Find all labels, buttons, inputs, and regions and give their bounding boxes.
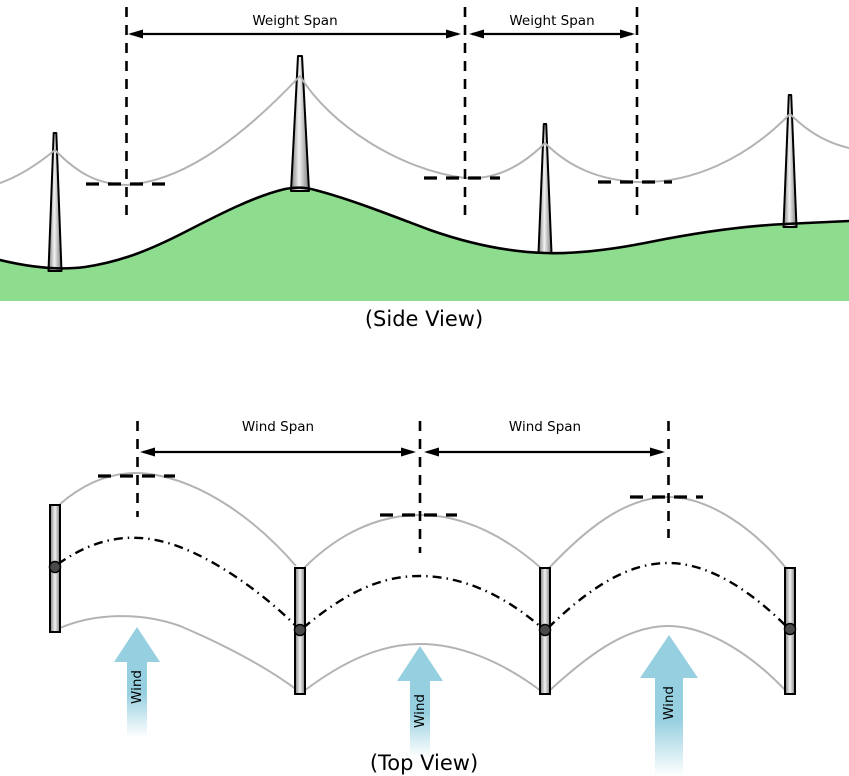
wind-arrow: Wind xyxy=(114,627,160,737)
terrain-outline xyxy=(0,186,849,270)
top-view: Wind Wind Wind xyxy=(48,419,797,776)
swung-wire-curve xyxy=(303,513,542,569)
conductor-wire xyxy=(0,74,849,187)
wind-label: Wind xyxy=(129,670,145,704)
terrain xyxy=(0,187,849,301)
attachment-point-dot xyxy=(538,623,552,637)
top-view-caption: (Top View) xyxy=(370,751,478,775)
swung-wire-curve xyxy=(59,472,297,567)
arrowhead-icon xyxy=(620,29,635,39)
wind-arrow: Wind xyxy=(640,635,698,776)
wind-span-dimension: Wind Span xyxy=(140,419,416,457)
attachment-point-dot xyxy=(48,560,62,574)
weight-span-label: Weight Span xyxy=(252,13,337,29)
transmission-tower xyxy=(782,94,798,228)
wind-span-label: Wind Span xyxy=(242,419,314,435)
weight-span-dimension: Weight Span xyxy=(469,13,635,39)
centerline-dash-dot xyxy=(57,536,298,628)
swung-wire-curve xyxy=(59,615,298,691)
arrowhead-icon xyxy=(424,447,439,457)
swung-wire-curve xyxy=(303,642,542,692)
side-view-caption: (Side View) xyxy=(365,307,483,331)
arrowhead-icon xyxy=(650,447,665,457)
wind-arrow: Wind xyxy=(397,646,443,757)
transmission-tower xyxy=(47,132,63,272)
arrowhead-icon xyxy=(128,29,143,39)
transmission-tower xyxy=(290,55,310,192)
wind-span-label: Wind Span xyxy=(509,419,581,435)
arrowhead-icon xyxy=(446,29,461,39)
arrowhead-icon xyxy=(469,29,484,39)
attachment-point-dot xyxy=(783,622,797,636)
arrowhead-icon xyxy=(401,447,416,457)
wind-span-dimension: Wind Span xyxy=(424,419,665,457)
centerline-dash-dot xyxy=(547,561,788,629)
weight-span-label: Weight Span xyxy=(509,13,594,29)
wind-label: Wind xyxy=(661,686,677,720)
arrowhead-icon xyxy=(140,447,155,457)
centerline-dash-dot xyxy=(302,574,543,629)
swung-wire-curve xyxy=(548,624,787,692)
side-view: Weight Span Weight Span (Side View) xyxy=(0,7,849,331)
wind-label: Wind xyxy=(412,694,428,728)
weight-span-dimension: Weight Span xyxy=(128,13,461,39)
attachment-point-dot xyxy=(293,623,307,637)
